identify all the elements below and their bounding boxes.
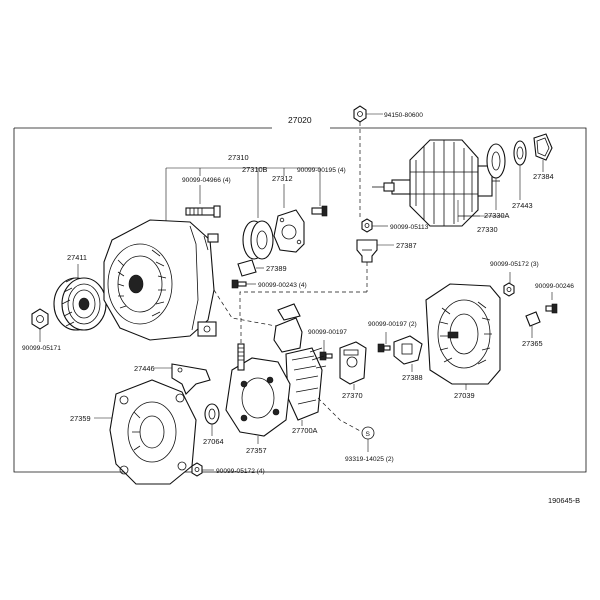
diagram-code: 190645-B [548,496,580,505]
callout-27389: 27389 [266,264,287,273]
stud-90099-04966 [185,205,221,218]
callout-90099-00246: 90099-00246 [535,283,574,290]
screw-90099-00195 [311,205,328,217]
screw-90099-00243 [231,279,247,289]
drive-end-frame [103,219,219,341]
screw-90099-00197 [319,351,333,361]
callout-27387: 27387 [396,241,417,250]
callout-27700a: 27700A [292,426,318,435]
callout-27310b: 27310B [242,165,268,174]
regulator-27370 [339,341,367,385]
end-cover-27039 [425,283,501,385]
callout-90099-00195: 90099-00195 (4) [297,167,346,174]
callout-27370: 27370 [342,391,363,400]
washer-27389 [237,259,257,277]
cover-27384 [533,133,553,161]
nut-90099-05113 [361,218,373,233]
brush-holder-27388 [393,335,423,365]
callout-94150-80600: 94150-80600 [384,112,423,119]
callout-27411: 27411 [67,253,87,262]
callout-90099-00243: 90099-00243 (4) [258,282,307,289]
pulley-27411 [53,277,107,331]
callout-27388: 27388 [402,373,423,382]
washer-27443 [513,140,527,166]
callout-27446: 27446 [134,364,155,373]
retainer-27312 [273,209,305,253]
callout-93319-14025: 93319-14025 (2) [345,456,394,463]
callout-90099-05172-4: 90099-05172 (4) [216,468,265,475]
callout-27365: 27365 [522,339,543,348]
callout-90099-00197-2: 90099-00197 (2) [368,321,417,328]
callout-90099-04966: 90099-04966 (4) [182,177,231,184]
callout-27330a: 27330A [484,211,510,220]
callout-27310: 27310 [228,153,249,162]
callout-27357: 27357 [246,446,267,455]
callout-90099-05171: 90099-05171 [22,345,61,352]
nut-90099-05171 [31,308,49,330]
callout-27359: 27359 [70,414,91,423]
bearing-27330a [486,143,506,179]
callout-27064: 27064 [203,437,224,446]
nut-90099-05172-3 [503,282,515,297]
rear-frame-27359 [109,379,197,485]
s-marker-label: S [366,431,371,438]
callout-27039: 27039 [454,391,475,400]
callout-27384: 27384 [533,172,554,181]
callout-27330: 27330 [477,225,498,234]
callout-90099-05172-3: 90099-05172 (3) [490,261,539,268]
insulator-27064 [204,403,220,425]
callout-27443: 27443 [512,201,533,210]
screw-90099-00197-2 [377,343,391,353]
terminal-plate-27446 [171,363,211,395]
stator-27700a [273,303,327,421]
callout-90099-00197: 90099-00197 [308,329,347,336]
insulator-27387 [356,239,378,263]
callout-90099-05113: 90099-05113 [390,224,429,231]
bolt-90099-00246 [545,303,558,314]
assembly-label: 27020 [288,115,312,125]
insulator-27365 [525,311,541,327]
callout-27312: 27312 [272,174,293,183]
s-marker: S [361,426,375,440]
assembly-outline [13,127,587,473]
rotor-assembly [372,139,500,227]
rectifier-27357 [225,343,291,437]
bearing-27310b [242,220,274,260]
nut-90099-05172-4 [191,462,203,477]
nut-94150-80600 [353,105,367,123]
